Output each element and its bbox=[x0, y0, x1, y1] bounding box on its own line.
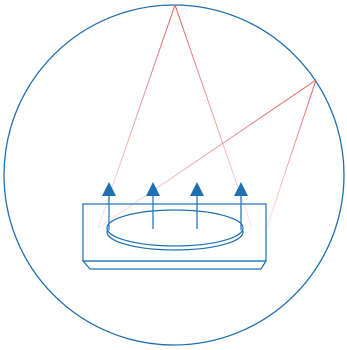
arrow-up-icon bbox=[146, 182, 160, 196]
arrow-up-icon bbox=[102, 182, 116, 196]
device-base bbox=[83, 261, 266, 269]
device-plate-top bbox=[107, 210, 243, 246]
arrow-up-icon bbox=[190, 182, 204, 196]
device bbox=[83, 204, 266, 269]
ray-right-left bbox=[98, 80, 316, 228]
light-source-right bbox=[98, 80, 316, 230]
arrow-up-icon bbox=[234, 182, 248, 196]
ray-right-right bbox=[266, 80, 316, 230]
boundary-circle bbox=[4, 5, 344, 345]
light-source-top bbox=[98, 5, 252, 228]
